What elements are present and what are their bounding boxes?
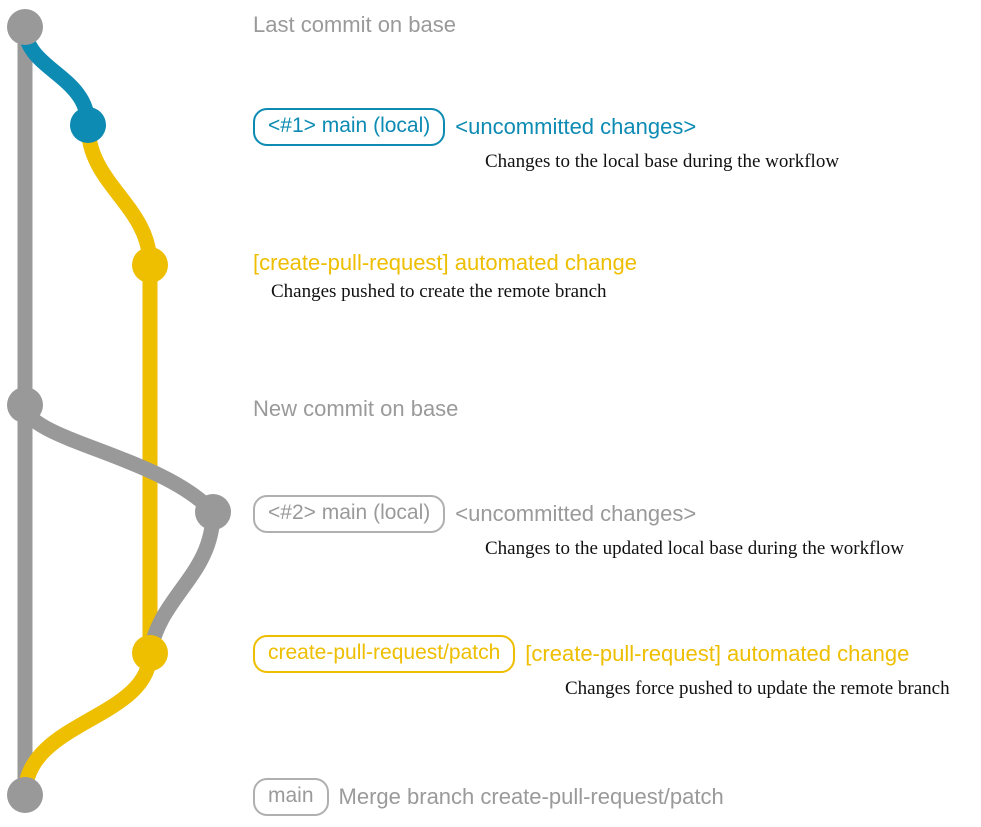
edge-local2-to-remote2 [142, 504, 221, 661]
commit-message-merge: Merge branch create-pull-request/patch [338, 783, 724, 809]
commit-note-automated-2: Changes force pushed to update the remot… [565, 678, 950, 700]
branch-badge-create-pull-request-patch[interactable]: create-pull-request/patch [253, 635, 516, 674]
edge-base-to-local2 [17, 397, 221, 520]
node-remote-commit-2 [132, 635, 168, 671]
commit-row-local-1: <#1> main (local) <uncommitted changes> … [253, 108, 839, 173]
branch-badge-main-local-1[interactable]: <#1> main (local) [253, 108, 446, 147]
commit-message-automated-2: [create-pull-request] automated change [525, 640, 910, 666]
commit-message-automated-1: [create-pull-request] automated change [253, 250, 638, 275]
edge-remote2-to-merge [17, 645, 158, 803]
commit-message-local-2: <uncommitted changes> [455, 500, 697, 526]
commit-message-last-commit: Last commit on base [253, 12, 456, 37]
commit-row-merge: main Merge branch create-pull-request/pa… [253, 778, 724, 817]
edge-base-to-local1 [17, 19, 96, 133]
commit-row-automated-2: create-pull-request/patch [create-pull-r… [253, 635, 950, 700]
node-new-commit-on-base [7, 387, 43, 423]
node-local-commit-2 [195, 494, 231, 530]
commit-message-local-1: <uncommitted changes> [455, 113, 697, 139]
node-local-commit-1 [70, 107, 106, 143]
commit-row-last-commit: Last commit on base [253, 12, 456, 38]
commit-message-new-commit: New commit on base [253, 396, 459, 421]
commit-row-new-commit: New commit on base [253, 396, 458, 422]
commit-note-local-1: Changes to the local base during the wor… [485, 151, 840, 173]
branch-badge-main[interactable]: main [253, 778, 329, 817]
node-merge-commit [7, 777, 43, 813]
commit-row-automated-1: [create-pull-request] automated change C… [253, 250, 637, 303]
commit-row-local-2: <#2> main (local) <uncommitted changes> … [253, 495, 904, 560]
edge-local1-to-remote1 [80, 117, 158, 273]
commit-note-local-2: Changes to the updated local base during… [485, 538, 904, 560]
commit-note-automated-1: Changes pushed to create the remote bran… [271, 281, 607, 303]
branch-badge-main-local-2[interactable]: <#2> main (local) [253, 495, 446, 534]
node-remote-commit-1 [132, 247, 168, 283]
node-last-commit-on-base [7, 9, 43, 45]
